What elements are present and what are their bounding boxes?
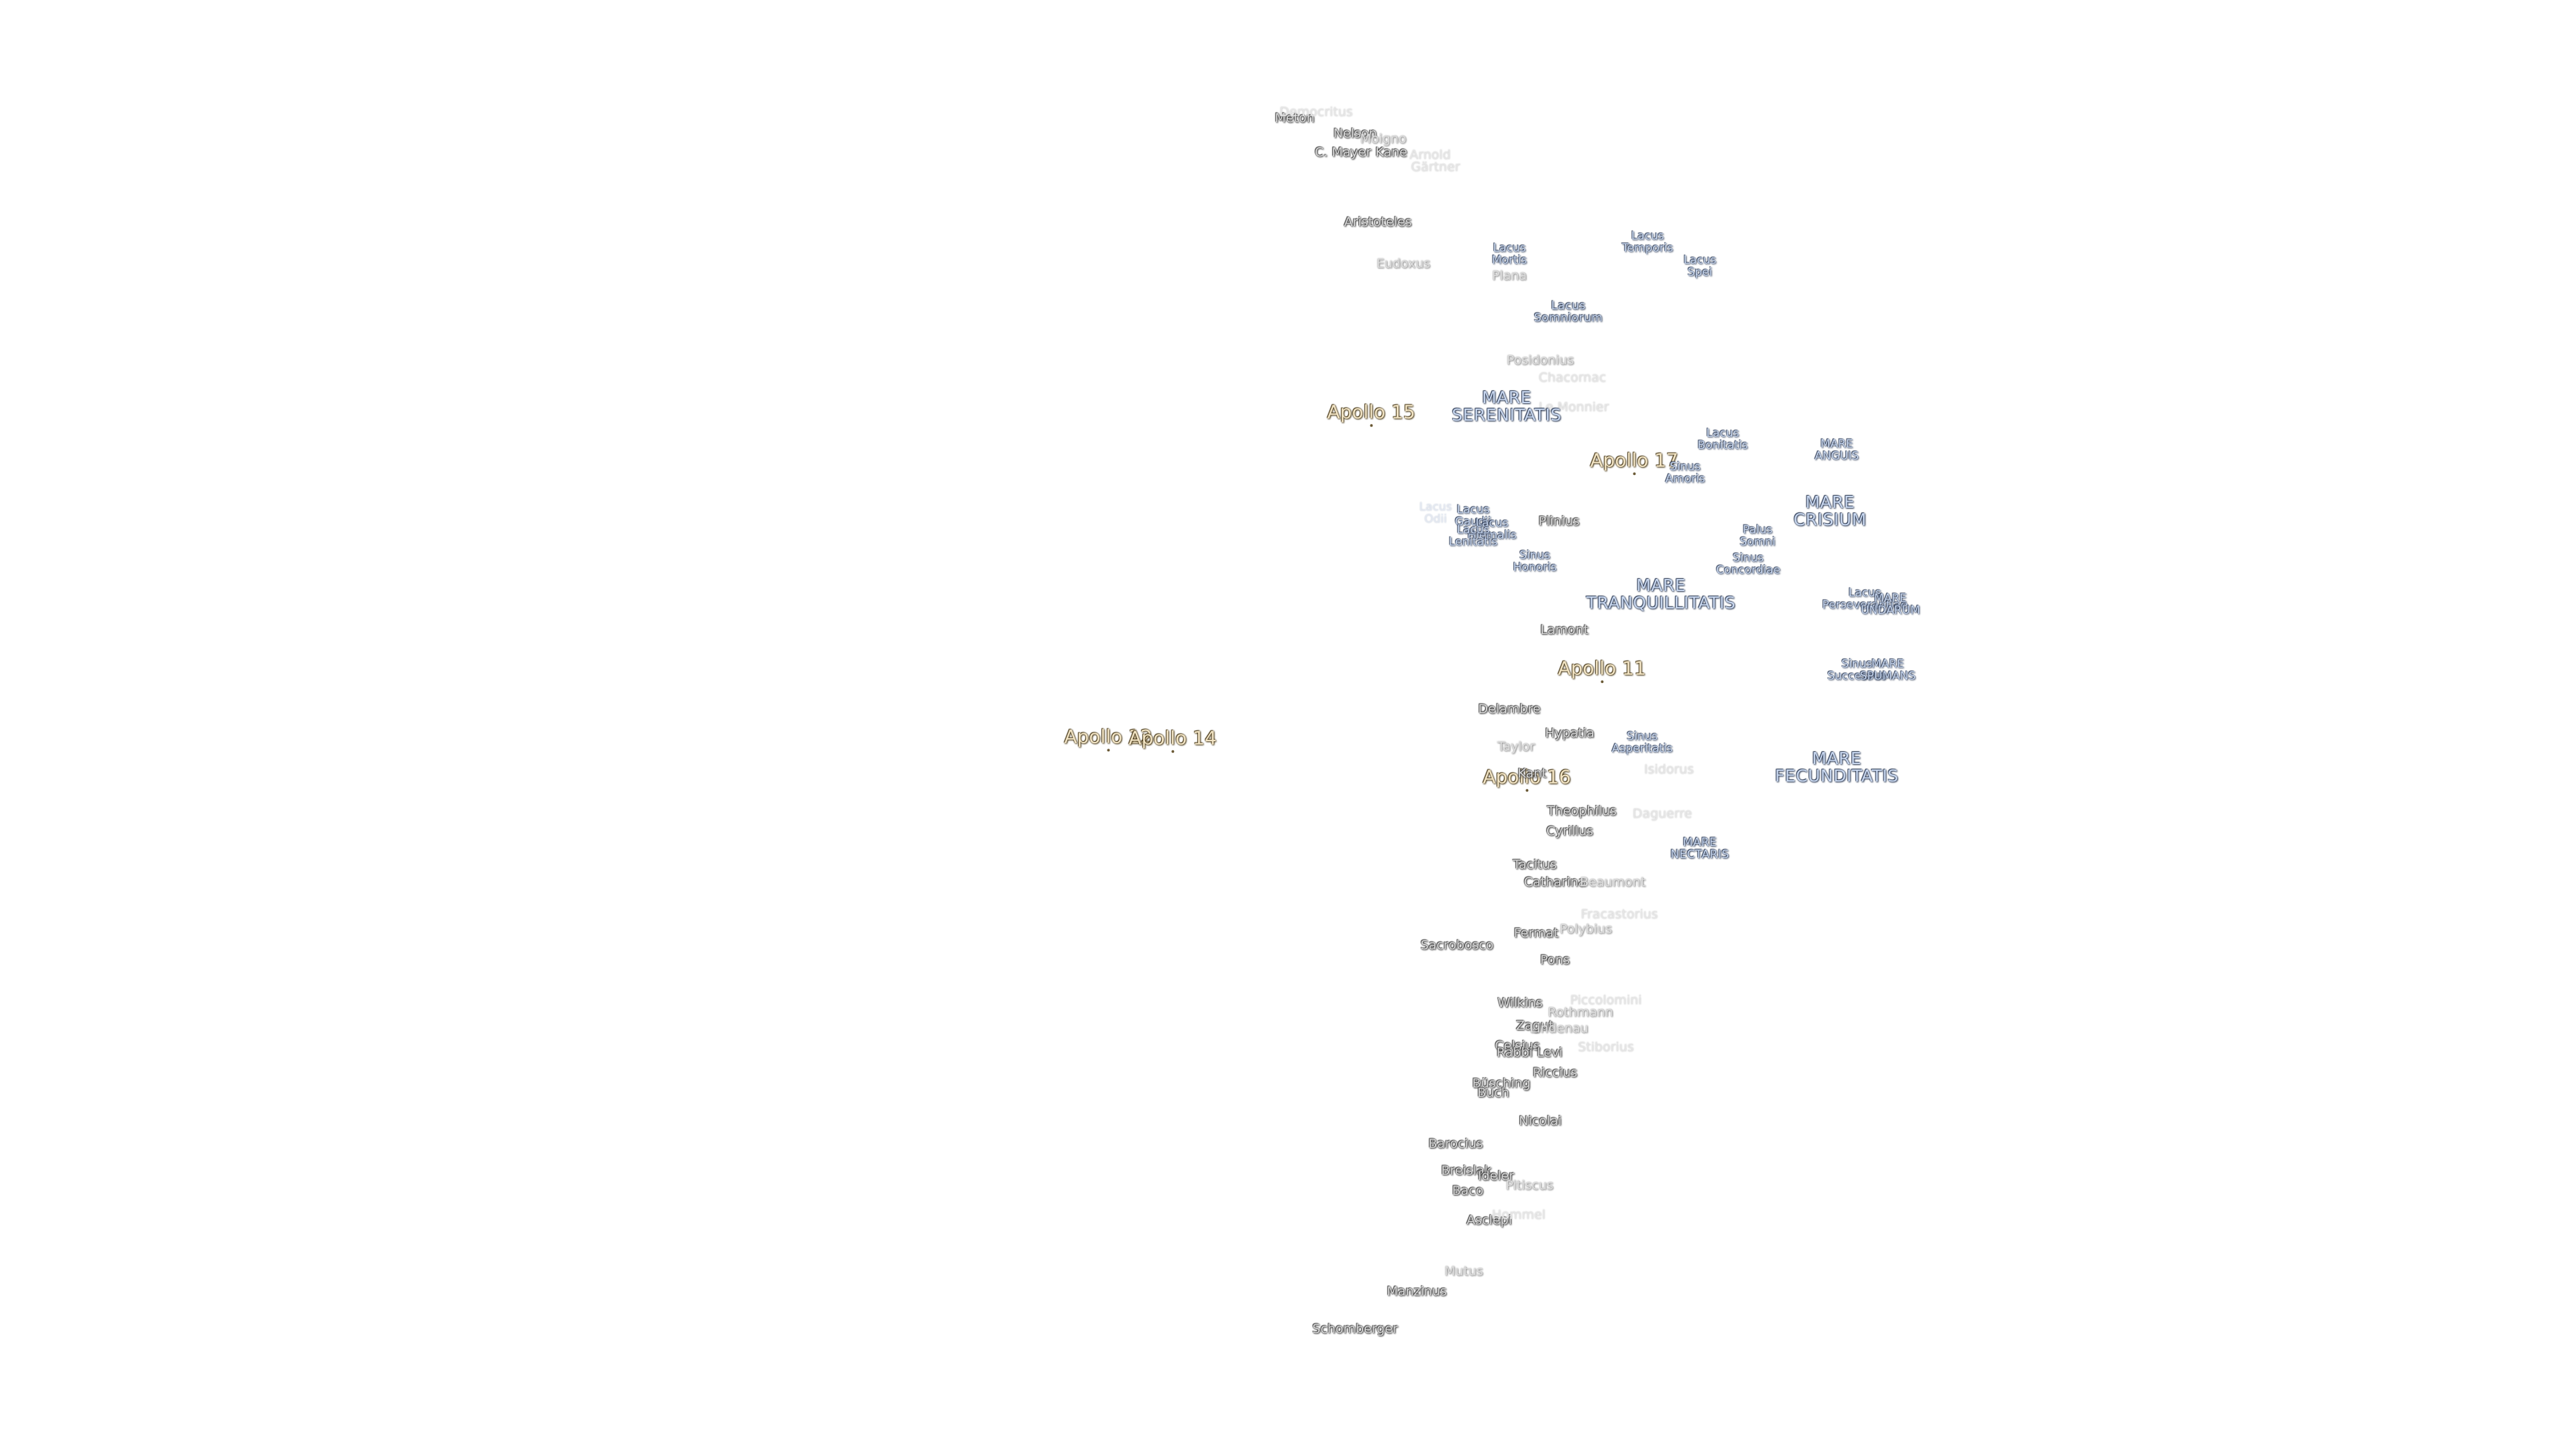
label-mare-serenitatis[interactable]: MARE SERENITATIS <box>1452 387 1562 425</box>
label-apollo-11[interactable]: Apollo 11 <box>1558 657 1646 684</box>
label-chacornac[interactable]: Chacornac <box>1538 370 1607 386</box>
label-fracastorius[interactable]: Fracastorius <box>1580 907 1658 922</box>
label-mare-undarum[interactable]: MARE UNDARUM <box>1860 592 1921 617</box>
label-mare-spumans[interactable]: MARE SPUMANS <box>1860 657 1916 683</box>
label-kane[interactable]: Kane <box>1375 145 1407 160</box>
label-wilkins[interactable]: Wilkins <box>1497 996 1543 1011</box>
label-polybius[interactable]: Polybius <box>1559 922 1613 937</box>
label-busching[interactable]: Büsching <box>1472 1076 1531 1091</box>
label-zagut[interactable]: Zagut <box>1515 1018 1554 1034</box>
label-sinus-asperitatis[interactable]: Sinus Asperitatis <box>1611 730 1673 755</box>
label-isidorus[interactable]: Isidorus <box>1644 762 1695 777</box>
label-sacrobosco[interactable]: Sacrobosco <box>1420 938 1494 953</box>
label-lindenau[interactable]: Lindenau <box>1529 1021 1589 1036</box>
label-arnold[interactable]: Arnold <box>1409 148 1451 163</box>
label-delambre[interactable]: Delambre <box>1478 702 1541 717</box>
label-lacus-somniorum[interactable]: Lacus Somniorum <box>1534 299 1603 325</box>
label-hommel[interactable]: Hommel <box>1492 1208 1546 1223</box>
label-cyrillus[interactable]: Cyrillus <box>1546 824 1594 839</box>
label-beaumont[interactable]: Beaumont <box>1579 875 1646 890</box>
label-posidonius[interactable]: Posidonius <box>1506 353 1574 368</box>
label-democritus[interactable]: Democritus <box>1279 105 1353 120</box>
label-breislak[interactable]: Breislak <box>1441 1163 1492 1179</box>
label-rabbi-levi[interactable]: Rabbi Levi <box>1496 1045 1563 1061</box>
label-mare-anguis[interactable]: MARE ANGUIS <box>1815 437 1859 463</box>
label-mare-nectaris[interactable]: MARE NECTARIS <box>1670 836 1729 861</box>
label-plana[interactable]: Plana <box>1491 268 1527 284</box>
label-lacus-hiemalis[interactable]: Lacus Hiemalis <box>1467 517 1517 542</box>
label-ideler[interactable]: Ideler <box>1477 1169 1515 1184</box>
label-pons[interactable]: Pons <box>1540 953 1570 968</box>
label-sinus-concordiae[interactable]: Sinus Concordiae <box>1716 551 1780 577</box>
label-buch[interactable]: Buch <box>1477 1085 1509 1101</box>
label-nicolai[interactable]: Nicolai <box>1519 1114 1562 1129</box>
label-pitiscus[interactable]: Pitiscus <box>1505 1178 1554 1193</box>
label-mare-tranquillitatis[interactable]: MARE TRANQUILLITATIS <box>1586 575 1736 612</box>
label-apollo-12[interactable]: Apollo 12 <box>1064 725 1152 753</box>
label-meton[interactable]: Meton <box>1275 111 1315 126</box>
label-sinus-honoris[interactable]: Sinus Honoris <box>1513 549 1557 574</box>
label-rothmann[interactable]: Rothmann <box>1548 1005 1613 1020</box>
label-catharina[interactable]: Catharina <box>1523 875 1587 890</box>
label-lacus-odii[interactable]: Lacus Odii <box>1419 500 1452 526</box>
label-fermat[interactable]: Fermat <box>1513 926 1559 941</box>
label-mare-crisium[interactable]: MARE CRISIUM <box>1793 492 1867 529</box>
label-schomberger[interactable]: Schomberger <box>1312 1322 1398 1337</box>
label-piccolomini[interactable]: Piccolomini <box>1570 993 1642 1008</box>
label-eudoxus[interactable]: Eudoxus <box>1376 256 1431 272</box>
label-tacitus[interactable]: Tacitus <box>1513 857 1557 873</box>
label-hypatia[interactable]: Hypatia <box>1545 726 1595 741</box>
label-barocius[interactable]: Barocius <box>1428 1136 1483 1152</box>
label-lacus-mortis[interactable]: Lacus Mortis <box>1491 241 1527 267</box>
label-plinius[interactable]: Plinius <box>1538 514 1580 529</box>
label-lacus-spei[interactable]: Lacus Spei <box>1683 254 1717 279</box>
label-baco[interactable]: Baco <box>1452 1183 1484 1199</box>
label-sinus-successus[interactable]: Sinus Successus <box>1827 657 1887 683</box>
label-apollo-14[interactable]: Apollo 14 <box>1128 727 1217 754</box>
label-moigno[interactable]: Moigno <box>1360 131 1407 147</box>
label-lacus-gaudii[interactable]: Lacus Gaudii <box>1454 503 1492 529</box>
label-sinus-amoris[interactable]: Sinus Amoris <box>1665 460 1705 486</box>
label-lacus-bonitatis[interactable]: Lacus Bonitatis <box>1697 427 1748 452</box>
label-lamont[interactable]: Lamont <box>1540 623 1589 638</box>
label-daguerre[interactable]: Daguerre <box>1632 806 1693 822</box>
label-lacus-temporis[interactable]: Lacus Temporis <box>1621 229 1674 255</box>
label-lacus-lenitatis[interactable]: Lacus Lenitatis <box>1448 523 1498 549</box>
label-nelson[interactable]: Nelson <box>1333 126 1377 142</box>
label-kant[interactable]: Kant <box>1517 766 1547 782</box>
label-asclepi[interactable]: Asclepi <box>1466 1213 1512 1228</box>
label-mutus[interactable]: Mutus <box>1444 1264 1483 1279</box>
label-c-mayer[interactable]: C. Mayer <box>1314 145 1372 160</box>
label-gartner[interactable]: Gärtner <box>1411 160 1460 175</box>
label-le-monnier[interactable]: Le Monnier <box>1538 400 1609 415</box>
label-celsius[interactable]: Celsius <box>1495 1038 1540 1054</box>
label-riccius[interactable]: Riccius <box>1532 1065 1578 1081</box>
label-aristoteles[interactable]: Aristoteles <box>1344 215 1412 230</box>
label-taylor[interactable]: Taylor <box>1497 739 1536 755</box>
label-stiborius[interactable]: Stiborius <box>1578 1040 1634 1055</box>
label-manzinus[interactable]: Manzinus <box>1387 1284 1447 1299</box>
label-apollo-15[interactable]: Apollo 15 <box>1327 400 1415 428</box>
label-palus-somni[interactable]: Palus Somni <box>1739 523 1776 549</box>
label-lacus-perseverantiae[interactable]: Lacus Perseverantiae <box>1822 586 1908 612</box>
label-apollo-17[interactable]: Apollo 17 <box>1590 449 1678 476</box>
label-apollo-16[interactable]: Apollo 16 <box>1483 765 1571 793</box>
label-mare-fecunditatis[interactable]: MARE FECUNDITATIS <box>1774 748 1899 786</box>
label-theophilus[interactable]: Theophilus <box>1547 804 1617 819</box>
